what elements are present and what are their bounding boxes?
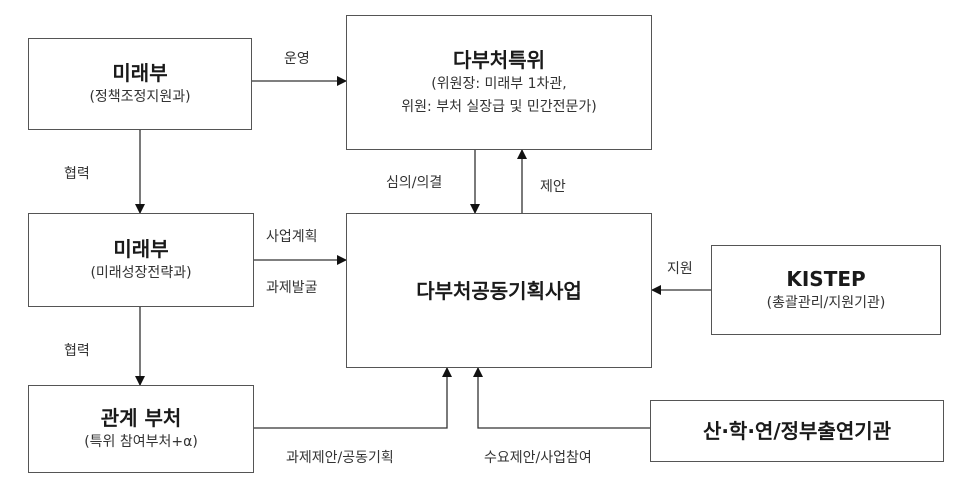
label-propose: 제안 <box>540 179 566 195</box>
box-mirae-policy: 미래부 (정책조정지원과) <box>28 38 252 130</box>
label-support: 지원 <box>667 261 693 277</box>
label-deliberate: 심의/의결 <box>386 175 443 191</box>
box-industry: 산·학·연/정부출연기관 <box>650 400 944 462</box>
arrow-demand-proposal <box>473 367 650 429</box>
box-ministries: 관계 부처 (특위 참여부처+α) <box>28 385 254 473</box>
box-subtitle: (미래성장전략과) <box>90 264 192 281</box>
box-committee: 다부처특위 (위원장: 미래부 1차관, 위원: 부처 실장급 및 민간전문가) <box>346 15 652 150</box>
box-subtitle-1: (위원장: 미래부 1차관, <box>431 76 567 93</box>
label-cooperate-2: 협력 <box>64 343 90 359</box>
arrow-task-proposal <box>254 367 452 429</box>
label-demand-proposal: 수요제안/사업참여 <box>484 450 592 466</box>
box-project: 다부처공동기획사업 <box>346 213 652 368</box>
box-mirae-strategy: 미래부 (미래성장전략과) <box>28 213 254 307</box>
box-title: 미래부 <box>113 236 169 261</box>
box-title: 관계 부처 <box>100 405 182 430</box>
box-subtitle-2: 위원: 부처 실장급 및 민간전문가) <box>401 98 597 115</box>
box-title: 미래부 <box>112 60 168 85</box>
box-title: 산·학·연/정부출연기관 <box>702 419 892 443</box>
label-business-plan: 사업계획 <box>266 229 318 245</box>
box-title: 다부처특위 <box>453 48 545 73</box>
box-title: KISTEP <box>786 266 866 291</box>
label-task-discovery: 과제발굴 <box>266 280 318 296</box>
box-title: 다부처공동기획사업 <box>416 278 582 303</box>
label-task-proposal: 과제제안/공동기획 <box>286 450 394 466</box>
box-kistep: KISTEP (총괄관리/지원기관) <box>711 245 941 335</box>
box-subtitle: (특위 참여부처+α) <box>84 433 198 450</box>
box-subtitle: (정책조정지원과) <box>89 88 191 105</box>
label-operate: 운영 <box>284 51 310 67</box>
box-subtitle: (총괄관리/지원기관) <box>766 294 886 311</box>
label-cooperate-1: 협력 <box>64 166 90 182</box>
